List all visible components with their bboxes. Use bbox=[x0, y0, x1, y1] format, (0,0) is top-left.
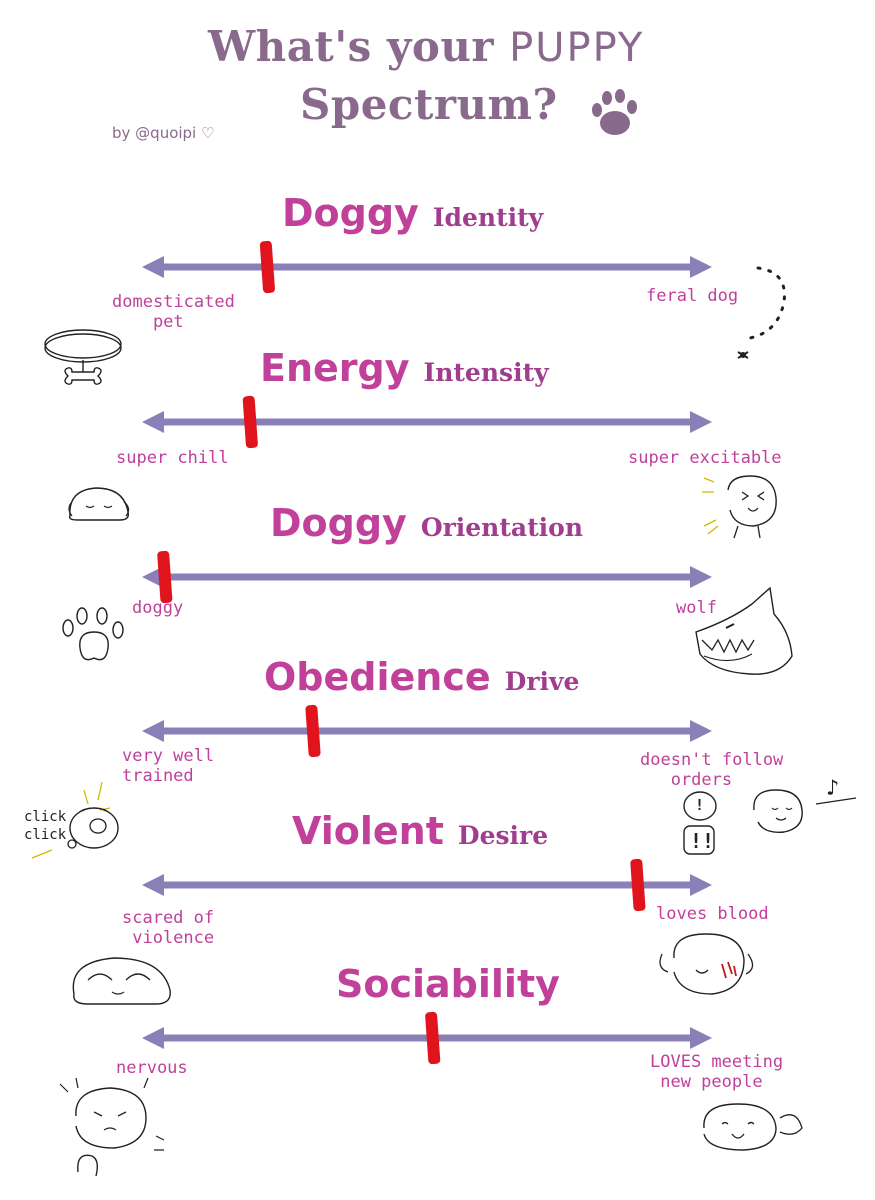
happy-dog-icon bbox=[703, 1103, 803, 1151]
music-note: ♪ bbox=[826, 776, 840, 801]
spectrum-marker[interactable] bbox=[425, 1011, 441, 1065]
nervous-dog-icon bbox=[59, 1077, 165, 1177]
left-end-label: super chill bbox=[116, 448, 229, 468]
left-end-label: doggy bbox=[132, 598, 184, 618]
heading-word-b: Intensity bbox=[423, 358, 549, 387]
spectrum-marker[interactable] bbox=[259, 240, 276, 294]
collar-bone-icon bbox=[44, 329, 122, 385]
heading-word-b: Drive bbox=[504, 667, 580, 696]
arrow-right-icon bbox=[690, 566, 712, 588]
click-text: click click bbox=[24, 809, 67, 843]
spectrum-heading: Energy Intensity bbox=[260, 346, 549, 390]
arrow-left-icon bbox=[142, 1027, 164, 1049]
left-end-label: very well trained bbox=[122, 746, 215, 786]
wolf-icon bbox=[695, 586, 793, 675]
spectrum-heading: Doggy Orientation bbox=[270, 501, 583, 545]
paw-print-icon bbox=[62, 607, 124, 661]
heading-word-a: Sociability bbox=[336, 962, 560, 1006]
right-end-label: doesn't follow orders bbox=[640, 750, 784, 790]
paw-icon bbox=[592, 89, 637, 135]
left-end-label: nervous bbox=[116, 1058, 188, 1078]
left-end-label: domesticated pet bbox=[112, 292, 235, 332]
heading-word-b: Identity bbox=[432, 203, 544, 232]
exclaim-small: ! bbox=[695, 796, 705, 814]
clicker-icon bbox=[32, 781, 119, 859]
arrow-left-icon bbox=[142, 411, 164, 433]
title-part2: Spectrum? bbox=[300, 80, 558, 129]
arrow-left-icon bbox=[142, 256, 164, 278]
right-end-label: wolf bbox=[676, 598, 717, 618]
heading-word-a: Doggy bbox=[270, 501, 407, 545]
hiding-dog-icon bbox=[72, 957, 171, 1005]
left-end-label: scared of violence bbox=[122, 908, 215, 948]
spectrum-marker[interactable] bbox=[630, 858, 646, 912]
right-end-label: LOVES meeting new people bbox=[650, 1052, 784, 1092]
heading-word-a: Obedience bbox=[264, 655, 491, 699]
arrow-left-icon bbox=[142, 874, 164, 896]
arrow-right-icon bbox=[690, 1027, 712, 1049]
exclaim-big: !! bbox=[690, 829, 715, 853]
sleeping-dog-icon bbox=[68, 487, 130, 521]
title-puppy: PUPPY bbox=[509, 25, 645, 71]
heading-word-b: Orientation bbox=[420, 513, 583, 542]
right-end-label: loves blood bbox=[656, 904, 769, 924]
spectrum-marker[interactable] bbox=[305, 704, 321, 758]
title-line-2: Spectrum? bbox=[300, 80, 558, 129]
byline: by @quoipi ♡ bbox=[112, 124, 215, 142]
spectrum-heading: Sociability bbox=[336, 962, 560, 1006]
spectrum-marker[interactable] bbox=[242, 395, 259, 449]
dotted-trail-icon bbox=[737, 266, 786, 359]
barking-dog-icon bbox=[683, 789, 857, 855]
heading-word-a: Doggy bbox=[282, 191, 419, 235]
heading-word-a: Violent bbox=[292, 809, 444, 853]
right-end-label: feral dog bbox=[646, 286, 739, 306]
arrow-right-icon bbox=[690, 720, 712, 742]
spectrum-marker[interactable] bbox=[157, 550, 173, 604]
spectrum-heading: Doggy Identity bbox=[282, 191, 543, 235]
bloody-dog-icon bbox=[659, 933, 754, 995]
arrow-right-icon bbox=[690, 256, 712, 278]
title-line-1: What's your PUPPY bbox=[208, 22, 644, 71]
heading-word-b: Desire bbox=[457, 821, 549, 850]
arrow-left-icon bbox=[142, 720, 164, 742]
right-end-label: super excitable bbox=[628, 448, 782, 468]
title-part1: What's your bbox=[208, 22, 495, 71]
spectrum-heading: Violent Desire bbox=[292, 809, 548, 853]
spectrum-heading: Obedience Drive bbox=[264, 655, 579, 699]
arrow-right-icon bbox=[690, 874, 712, 896]
heading-word-a: Energy bbox=[260, 346, 410, 390]
excited-dog-icon bbox=[702, 475, 777, 539]
arrow-right-icon bbox=[690, 411, 712, 433]
